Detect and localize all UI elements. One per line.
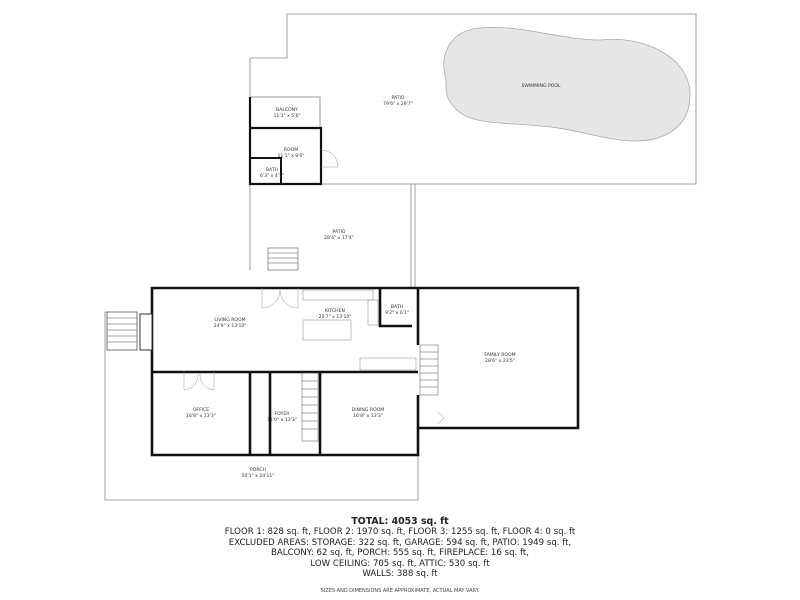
kitchen-fixtures bbox=[302, 289, 417, 371]
room-size: 11'1" x 9'0" bbox=[277, 153, 304, 159]
living-room-size: 24'9" x 13'10" bbox=[214, 323, 247, 329]
area-summary: TOTAL: 4053 sq. ft FLOOR 1: 828 sq. ft, … bbox=[0, 516, 800, 597]
upper-structure bbox=[248, 96, 339, 186]
kitchen-size: 20'7" x 13'10" bbox=[319, 314, 352, 320]
office-label: OFFICE bbox=[193, 407, 209, 413]
stairs-foyer bbox=[301, 372, 319, 442]
patio-top-label: PATIO bbox=[391, 95, 404, 101]
fireplace bbox=[139, 313, 153, 351]
dining-room-size: 16'8" x 13'3" bbox=[353, 413, 383, 419]
excluded-areas-3: LOW CEILING: 705 sq. ft, ATTIC: 530 sq. … bbox=[310, 558, 490, 569]
living-room-label: LIVING ROOM bbox=[214, 317, 245, 323]
total-area: TOTAL: 4053 sq. ft bbox=[351, 516, 449, 527]
bath-upper-label: BATH bbox=[266, 167, 278, 173]
family-room-size: 28'6" x 23'5" bbox=[485, 358, 515, 364]
excluded-areas-2: BALCONY: 62 sq. ft, PORCH: 555 sq. ft, F… bbox=[271, 548, 529, 559]
bath-main-size: 9'2" x 6'1" bbox=[385, 310, 409, 316]
patio-mid-size: 28'4" x 17'4" bbox=[324, 235, 354, 241]
doors bbox=[183, 288, 445, 425]
stairs-patio bbox=[267, 247, 299, 271]
stairs-family bbox=[419, 344, 439, 396]
balcony-size: 11'3" x 5'6" bbox=[273, 113, 300, 119]
porch-size: 50'1" x 24'11" bbox=[242, 473, 275, 479]
foyer-size: 11'0" x 13'3" bbox=[267, 417, 297, 423]
office-size: 16'8" x 13'3" bbox=[186, 413, 216, 419]
porch-outline bbox=[104, 311, 419, 501]
foyer-label: FOYER bbox=[275, 411, 291, 417]
dining-room-label: DINING ROOM bbox=[352, 407, 385, 413]
patio-mid-label: PATIO bbox=[332, 229, 345, 235]
kitchen-label: KITCHEN bbox=[325, 308, 345, 314]
balcony-label: BALCONY bbox=[276, 107, 298, 113]
pool-label: SWIMMING POOL bbox=[521, 83, 561, 89]
swimming-pool bbox=[443, 26, 691, 142]
excluded-areas-1: EXCLUDED AREAS: STORAGE: 322 sq. ft, GAR… bbox=[228, 537, 572, 548]
floor-areas: FLOOR 1: 828 sq. ft, FLOOR 2: 1970 sq. f… bbox=[224, 527, 576, 538]
patio-top-size: 79'6" x 29'7" bbox=[383, 101, 413, 107]
room-label: ROOM bbox=[284, 147, 298, 153]
porch-label: PORCH bbox=[250, 467, 266, 473]
walls-area: WALLS: 388 sq. ft bbox=[362, 569, 438, 580]
disclaimer: SIZES AND DIMENSIONS ARE APPROXIMATE, AC… bbox=[320, 588, 480, 595]
bath-upper-size: 6'3" x 4'1" bbox=[260, 173, 284, 179]
main-house-walls bbox=[150, 286, 580, 457]
bath-main-label: BATH bbox=[391, 304, 403, 310]
family-room-label: FAMILY ROOM bbox=[484, 352, 515, 358]
